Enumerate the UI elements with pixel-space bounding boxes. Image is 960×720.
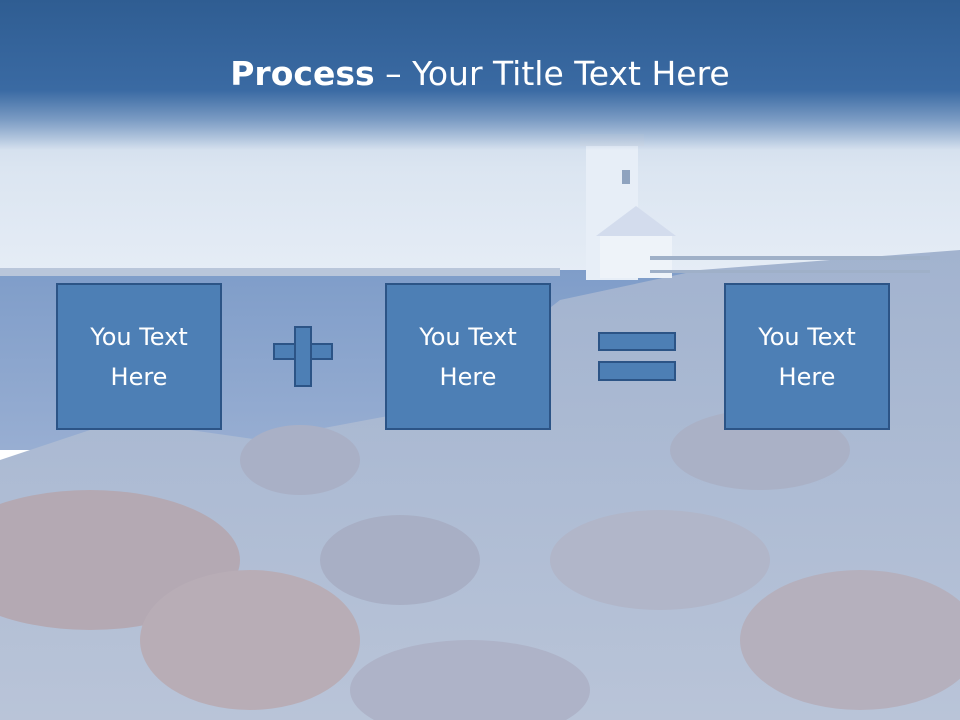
title-band [0,0,960,150]
equals-icon-top-bar [598,332,676,351]
process-box-2-text: You Text Here [419,322,517,391]
title-bold-text: Process [230,54,375,93]
process-box-1[interactable]: You Text Here [56,283,222,430]
slide-title: Process – Your Title Text Here [0,52,960,96]
process-box-2[interactable]: You Text Here [385,283,551,430]
process-box-3[interactable]: You Text Here [724,283,890,430]
equals-icon-bottom-bar [598,361,676,381]
plus-icon-center [296,345,310,358]
process-box-1-text: You Text Here [90,322,188,391]
process-box-3-text: You Text Here [758,322,856,391]
title-rest-text: Your Title Text Here [412,54,730,93]
title-separator: – [374,54,413,93]
